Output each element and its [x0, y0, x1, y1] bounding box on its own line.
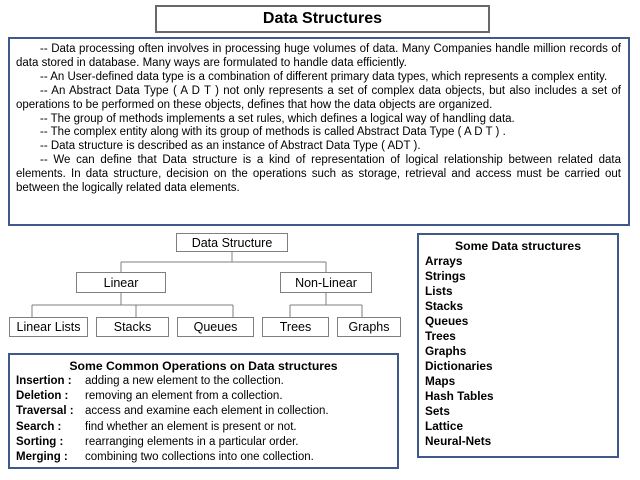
intro-paragraph: -- The complex entity along with its gro… [40, 126, 506, 139]
operation-description: removing an element from a collection. [85, 390, 283, 403]
operation-description: adding a new element to the collection. [85, 375, 284, 387]
operation-row: Search : find whether an element is pres… [16, 420, 391, 435]
operation-term: Deletion : [16, 390, 69, 403]
list-item: Arrays [425, 254, 463, 268]
page-title: Data Structures [262, 10, 383, 27]
tree-node-non-linear: Non-Linear [280, 272, 372, 293]
tree-node-linear: Linear [76, 272, 166, 293]
data-structures-list-panel: Some Data structures Arrays Strings List… [417, 233, 619, 458]
intro-paragraph: -- Data processing often involves in pro… [16, 43, 621, 69]
list-item: Lists [425, 284, 453, 298]
operation-description: find whether an element is present or no… [85, 420, 297, 433]
list-item: Sets [425, 404, 450, 418]
intro-paragraph: -- The group of methods implements a set… [40, 112, 515, 125]
operation-row: Merging : combining two collections into… [16, 450, 391, 465]
operation-term: Traversal : [16, 405, 74, 418]
list-item: Stacks [425, 299, 464, 313]
operation-description: access and examine each element in colle… [85, 405, 329, 418]
tree-node-linear-lists: Linear Lists [9, 317, 88, 337]
list-item: Trees [425, 329, 456, 343]
operation-row: Deletion : removing an element from a co… [16, 389, 391, 404]
operation-row: Traversal : access and examine each elem… [16, 404, 391, 419]
tree-node-root: Data Structure [176, 233, 288, 252]
page-title-box: Data Structures [155, 5, 490, 33]
data-structures-list-title: Some Data structures [455, 239, 581, 253]
operation-row: Sorting : rearranging elements in a part… [16, 435, 391, 450]
operations-panel-title: Some Common Operations on Data structure… [69, 359, 338, 373]
intro-paragraph: -- We can define that Data structure is … [16, 154, 621, 195]
tree-node-queues: Queues [177, 317, 254, 337]
intro-text-panel: -- Data processing often involves in pro… [8, 37, 630, 226]
operation-term: Merging : [16, 451, 68, 464]
tree-node-trees: Trees [262, 317, 329, 337]
list-item: Maps [425, 374, 456, 388]
list-item: Dictionaries [425, 359, 493, 373]
tree-node-stacks: Stacks [96, 317, 169, 337]
list-item: Queues [425, 314, 469, 328]
intro-paragraph: -- An User-defined data type is a combin… [40, 70, 608, 83]
intro-paragraph: -- Data structure is described as an ins… [40, 140, 421, 153]
operation-term: Sorting : [16, 435, 64, 448]
operation-term: Search : [16, 420, 62, 433]
operation-description: combining two collections into one colle… [85, 451, 314, 464]
operation-row: Insertion : adding a new element to the … [16, 374, 391, 389]
list-item: Strings [425, 269, 466, 283]
operation-description: rearranging elements in a particular ord… [85, 435, 299, 448]
operation-term: Insertion : [16, 375, 72, 387]
list-item: Lattice [425, 419, 464, 433]
list-item: Graphs [425, 344, 467, 358]
intro-paragraph: -- An Abstract Data Type ( A D T ) not o… [16, 84, 621, 111]
list-item: Neural-Nets [425, 434, 492, 448]
operations-panel: Some Common Operations on Data structure… [8, 353, 399, 469]
tree-node-graphs: Graphs [337, 317, 401, 337]
list-item: Hash Tables [425, 389, 494, 403]
